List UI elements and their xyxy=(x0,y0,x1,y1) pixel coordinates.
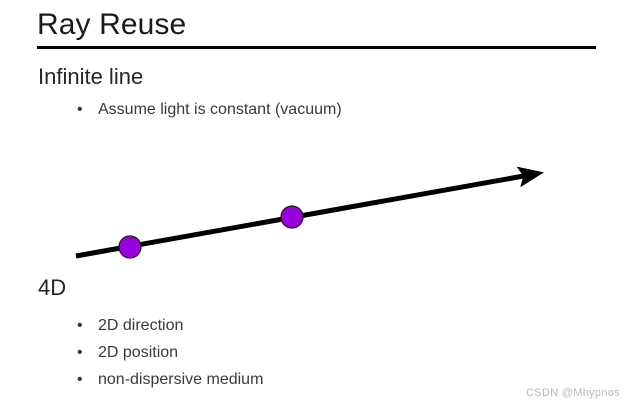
ray-arrow-line xyxy=(75,166,545,259)
bullet-list-4d: • 2D direction • 2D position • non-dispe… xyxy=(0,312,263,393)
list-item: • 2D position xyxy=(0,339,263,366)
list-item-label: 2D position xyxy=(98,344,179,361)
list-item-label: Assume light is constant (vacuum) xyxy=(98,101,342,118)
title-divider xyxy=(37,46,596,49)
ray-point-2 xyxy=(280,205,304,229)
bullet-marker-icon: • xyxy=(77,371,83,388)
page-title: Ray Reuse xyxy=(37,8,187,41)
bullet-marker-icon: • xyxy=(77,101,83,118)
ray-point-1 xyxy=(118,235,142,259)
bullet-marker-icon: • xyxy=(77,344,83,361)
section-heading-infinite-line: Infinite line xyxy=(38,64,144,89)
list-item: • 2D direction xyxy=(0,312,263,339)
list-item-label: non-dispersive medium xyxy=(98,371,264,388)
section-heading-4d: 4D xyxy=(38,275,67,300)
watermark-text: CSDN @Mhypnos xyxy=(526,387,620,399)
list-item: • non-dispersive medium xyxy=(0,366,263,393)
list-item-label: 2D direction xyxy=(98,317,184,334)
bullet-marker-icon: • xyxy=(77,317,83,334)
bullet-list-infinite-line: • Assume light is constant (vacuum) xyxy=(0,96,342,123)
list-item: • Assume light is constant (vacuum) xyxy=(0,96,342,123)
